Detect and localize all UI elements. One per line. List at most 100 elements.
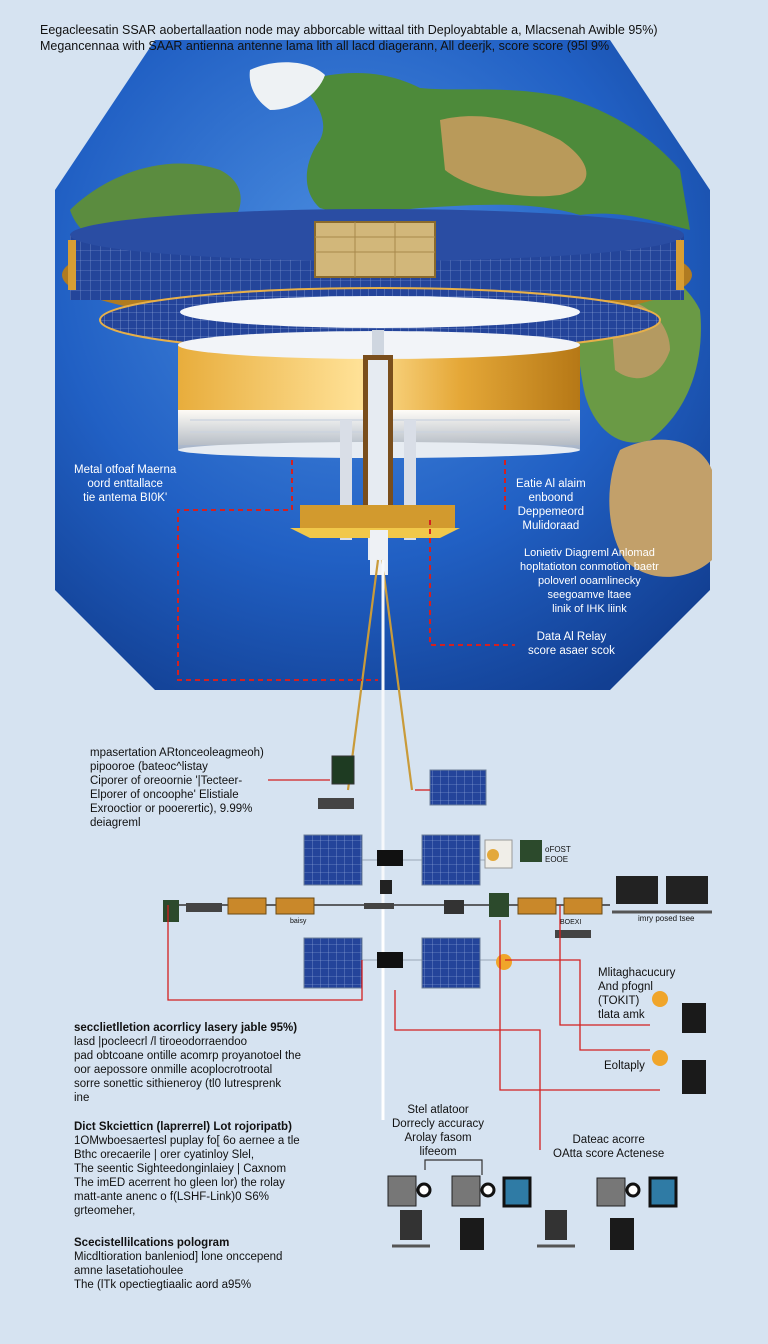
amplifier-gold — [276, 898, 314, 914]
label-line: And pfognl — [598, 980, 675, 994]
label-line: Dorrecly accuracy — [392, 1117, 484, 1131]
label-line: grteomeher, — [74, 1204, 300, 1218]
label-line: Dateac acorre — [553, 1133, 664, 1147]
terminal — [682, 1003, 706, 1033]
laptop — [400, 1210, 422, 1240]
label-line: oord enttallace — [74, 477, 176, 491]
label-line: Ciporer of oreoornie '|Tecteer- — [90, 774, 264, 788]
title-line: Eegacleesatin SSAR aobertallaation node … — [40, 22, 658, 38]
label-line: Lonietiv Diagreml Anlomad — [520, 546, 659, 560]
label-line: amne lasetatiohoulee — [74, 1264, 282, 1278]
server-box — [380, 880, 392, 894]
label-line: seegoamve ltaee — [520, 588, 659, 602]
label-line: poloverl ooamlinecky — [520, 574, 659, 588]
rack-unit — [186, 903, 222, 912]
label-line: The seentic Sighteedonginlaiey | Caxnom — [74, 1162, 300, 1176]
rack-label: baisy — [290, 915, 306, 929]
label-line: mpasertation ARtonceoleagmeoh) — [90, 746, 264, 760]
status-node — [652, 1050, 668, 1066]
amplifier-gold — [228, 898, 266, 914]
solar-panel — [422, 835, 480, 885]
label-line: Eatie Al alaim — [516, 477, 586, 491]
monitor-group-label: imry posed tsee — [638, 912, 694, 926]
text-block-2: Dict Skcietticn (laprerrel) Lot rojoripa… — [74, 1120, 300, 1218]
terminal — [682, 1060, 706, 1094]
solar-panel — [422, 938, 480, 988]
network-label-upper-left: mpasertation ARtonceoleagmeoh) pipooroe … — [90, 746, 264, 830]
network-label-relay: Eoltaply — [604, 1059, 645, 1073]
connector-node — [627, 1184, 639, 1196]
bottom-label-right: Dateac acorre OAtta score Actenese — [553, 1133, 664, 1161]
label-line: Data Al Relay — [528, 630, 615, 644]
desktop-tower — [610, 1218, 634, 1250]
workstation — [452, 1176, 480, 1206]
label-line: (TOKIT) — [598, 994, 675, 1008]
globe-label-right-1: Eatie Al alaim enboond Deppemeord Mulido… — [516, 477, 586, 533]
label-line: enboond — [516, 491, 586, 505]
workstation — [597, 1178, 625, 1206]
network-label-accuracy: Mlitaghacucury And pfognl (TOKIT) tlata … — [598, 966, 675, 1022]
connector-node — [482, 1184, 494, 1196]
solar-panel — [304, 938, 362, 988]
rack-label: BOEXI — [560, 916, 581, 930]
label-line: 1OMwboesaertesl puplay fo[ 6o aernee a t… — [74, 1134, 300, 1148]
label-line: tie antema BI0K' — [74, 491, 176, 505]
label-line: pad obtcoane ontille acomrp proyanotoel … — [74, 1049, 301, 1063]
label-line: Elporer of oncoophe' Elistiale — [90, 788, 264, 802]
label-line: Stel atlatoor — [392, 1103, 484, 1117]
label-line: sorre sonettic sithieneroy (tl0 lutrespr… — [74, 1077, 301, 1091]
display-module — [377, 952, 403, 968]
monitor — [616, 876, 658, 904]
label-line: The (lTk opectiegtiaalic aord a95% — [74, 1278, 282, 1292]
label-line: Exrooctior or pooerertic), 9.99% — [90, 802, 264, 816]
label-line: Mlitaghacucury — [598, 966, 675, 980]
solar-panel — [304, 835, 362, 885]
label-line: lifeeom — [392, 1145, 484, 1159]
label-line: Arolay fasom — [392, 1131, 484, 1145]
label-line: oor aepossore onmille acoplocrotrootal — [74, 1063, 301, 1077]
monitor — [504, 1178, 530, 1206]
switch-device — [318, 798, 354, 809]
text-block-1: secclietlletion acorrlicy lasery jable 9… — [74, 1021, 301, 1105]
globe-label-right-2: Lonietiv Diagreml Anlomad hopltatioton c… — [520, 546, 659, 616]
label-line: Bthc orecaerile | orer cyatinloy Slel, — [74, 1148, 300, 1162]
monitor — [650, 1178, 676, 1206]
workstation — [388, 1176, 416, 1206]
label-line: matt-ante anenc o f(LSHF-Link)0 S6% — [74, 1190, 300, 1204]
label-line: Micdltioration banleniod] lone onccepend — [74, 1250, 282, 1264]
label-line: ine — [74, 1091, 301, 1105]
label-line: deiagreml — [90, 816, 264, 830]
bottom-terminals — [388, 1160, 676, 1250]
satellite-dish — [487, 849, 499, 861]
circuit-board — [332, 756, 354, 784]
label-line: linik of IHK liink — [520, 602, 659, 616]
connector-node — [418, 1184, 430, 1196]
block-heading: secclietlletion acorrlicy lasery jable 9… — [74, 1021, 301, 1035]
label-line: tlata amk — [598, 1008, 675, 1022]
circuit-board — [520, 840, 542, 862]
globe-label-right-3: Data Al Relay score asaer scok — [528, 630, 615, 658]
label-line: Deppemeord — [516, 505, 586, 519]
block-heading: Scecistellilcations pologram — [74, 1236, 282, 1250]
label-line: pipooroe (bateoc^listay — [90, 760, 264, 774]
label-line: lasd |pocleecrl /l tiroeodorraendoo — [74, 1035, 301, 1049]
amplifier-gold — [564, 898, 602, 914]
label-line: The imED acerrent ho gleen lor) the rola… — [74, 1176, 300, 1190]
amplifier-gold — [518, 898, 556, 914]
status-node — [496, 954, 512, 970]
label-line: Mulidoraad — [516, 519, 586, 533]
label-line: Metal otfoaf Maerna — [74, 463, 176, 477]
label-line: OAtta score Actenese — [553, 1147, 664, 1161]
bottom-label-center: Stel atlatoor Dorrecly accuracy Arolay f… — [392, 1103, 484, 1159]
device-label: EOOE — [545, 853, 568, 867]
globe-label-left: Metal otfoaf Maerna oord enttallace tie … — [74, 463, 176, 505]
circuit-board — [163, 900, 179, 922]
display-module — [377, 850, 403, 866]
router-box — [444, 900, 464, 914]
desktop-tower — [460, 1218, 484, 1250]
label-line: hopltatioton conmotion baetr — [520, 560, 659, 574]
block-heading: Dict Skcietticn (laprerrel) Lot rojoripa… — [74, 1120, 300, 1134]
monitor — [666, 876, 708, 904]
label-line: score asaer scok — [528, 644, 615, 658]
title-line: Megancennaa with SAAR antienna antenne l… — [40, 38, 658, 54]
